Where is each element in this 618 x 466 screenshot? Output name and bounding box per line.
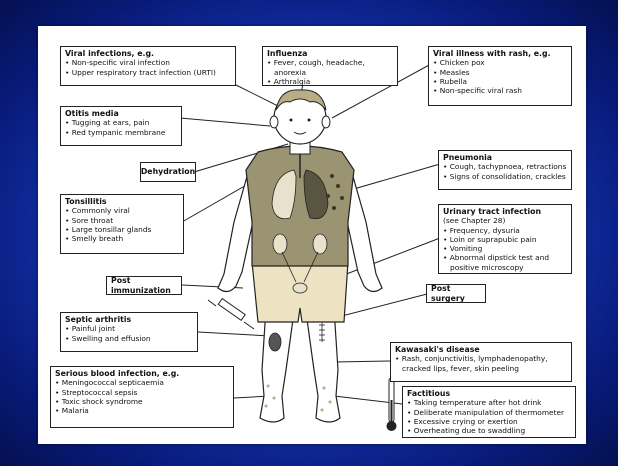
list-item: Red tympanic membrane [65,128,177,137]
list-item: Fever, cough, headache, anorexia [267,58,393,77]
box-viral-infections: Viral infections, e.g. Non-specific vira… [60,46,236,86]
list-item: Abnormal dipstick test and positive micr… [443,253,567,272]
box-tonsillitis-title: Tonsillitis [65,197,179,206]
box-viral-infections-list: Non-specific viral infection Upper respi… [65,58,231,77]
box-viral-rash: Viral illness with rash, e.g. Chicken po… [428,46,572,106]
list-item: Chicken pox [433,58,567,67]
box-tonsillitis-list: Commonly viral Sore throat Large tonsill… [65,206,179,243]
list-item: Non-specific viral infection [65,58,231,67]
box-kawasaki: Kawasaki's disease Rash, conjunctivitis,… [390,342,572,382]
list-item: Vomiting [443,244,567,253]
box-post-surgery-title: Post surgery [431,284,481,303]
box-factitious: Factitious Taking temperature after hot … [402,386,576,438]
box-factitious-title: Factitious [407,389,571,398]
list-item: Sore throat [65,216,179,225]
list-item: Malaria [55,406,229,415]
box-uti-title: Urinary tract infection [443,207,567,216]
box-kawasaki-list: Rash, conjunctivitis, lymphadenopathy, c… [395,354,567,373]
box-blood-title: Serious blood infection, e.g. [55,369,229,378]
list-item: Frequency, dysuria [443,226,567,235]
box-otitis-media: Otitis media Tugging at ears, pain Red t… [60,106,182,146]
list-item: Overheating due to swaddling [407,426,571,435]
box-dehydration-title: Dehydration [141,167,195,176]
list-item: Upper respiratory tract infection (URTI) [65,68,231,77]
box-influenza-list: Fever, cough, headache, anorexia Arthral… [267,58,393,86]
list-item: Excessive crying or exertion [407,417,571,426]
box-septic-arthritis-title: Septic arthritis [65,315,193,324]
box-dehydration: Dehydration [140,162,196,182]
list-item: Rubella [433,77,567,86]
box-kawasaki-title: Kawasaki's disease [395,345,567,354]
knee-swelling [269,333,281,351]
box-otitis-media-list: Tugging at ears, pain Red tympanic membr… [65,118,177,137]
left-ear [270,116,278,128]
box-factitious-list: Taking temperature after hot drink Delib… [407,398,571,435]
box-pneumonia-title: Pneumonia [443,153,567,162]
list-item: Commonly viral [65,206,179,215]
list-item: Streptococcal sepsis [55,388,229,397]
box-post-immunization-title: Post immunization [111,276,177,295]
list-item: Cough, tachypnoea, retractions [443,162,567,171]
box-septic-arthritis: Septic arthritis Painful joint Swelling … [60,312,198,352]
list-item: Rash, conjunctivitis, lymphadenopathy, c… [395,354,567,373]
legs [260,308,340,422]
box-uti-subtitle: (see Chapter 28) [443,216,567,225]
box-septic-arthritis-list: Painful joint Swelling and effusion [65,324,193,343]
box-post-surgery: Post surgery [426,284,486,303]
list-item: Tugging at ears, pain [65,118,177,127]
right-ear [322,116,330,128]
list-item: Smelly breath [65,234,179,243]
list-item: Painful joint [65,324,193,333]
box-uti-list: Frequency, dysuria Loin or suprapubic pa… [443,226,567,272]
box-post-immunization: Post immunization [106,276,182,295]
box-viral-rash-list: Chicken pox Measles Rubella Non-specific… [433,58,567,95]
box-pneumonia-list: Cough, tachypnoea, retractions Signs of … [443,162,567,181]
list-item: Meningococcal septicaemia [55,378,229,387]
box-tonsillitis: Tonsillitis Commonly viral Sore throat L… [60,194,184,254]
list-item: Large tonsillar glands [65,225,179,234]
syringe-icon [208,299,254,329]
list-item: Deliberate manipulation of thermometer [407,408,571,417]
box-urinary-tract-infection: Urinary tract infection (see Chapter 28)… [438,204,572,274]
list-item: Measles [433,68,567,77]
list-item: Signs of consolidation, crackles [443,172,567,181]
slide: Viral infections, e.g. Non-specific vira… [38,26,586,444]
list-item: Swelling and effusion [65,334,193,343]
box-pneumonia: Pneumonia Cough, tachypnoea, retractions… [438,150,572,190]
box-serious-blood-infection: Serious blood infection, e.g. Meningococ… [50,366,234,428]
thermometer-icon [387,378,397,431]
list-item: Loin or suprapubic pain [443,235,567,244]
box-otitis-media-title: Otitis media [65,109,177,118]
box-influenza-title: Influenza [267,49,393,58]
list-item: Non-specific viral rash [433,86,567,95]
box-viral-infections-title: Viral infections, e.g. [65,49,231,58]
box-blood-list: Meningococcal septicaemia Streptococcal … [55,378,229,415]
list-item: Arthralgia [267,77,393,86]
list-item: Toxic shock syndrome [55,397,229,406]
box-influenza: Influenza Fever, cough, headache, anorex… [262,46,398,86]
box-viral-rash-title: Viral illness with rash, e.g. [433,49,567,58]
list-item: Taking temperature after hot drink [407,398,571,407]
